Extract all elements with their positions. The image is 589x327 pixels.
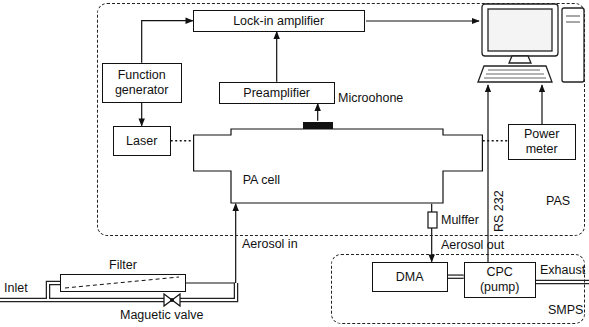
screen xyxy=(488,9,552,51)
part-label: Microohone xyxy=(338,92,403,106)
tube-connector xyxy=(448,276,464,277)
part-label: Aerosol in xyxy=(242,238,298,252)
process-box: Lock-in amplifier xyxy=(193,10,365,32)
filter-housing xyxy=(60,274,186,292)
node-label: PA cell xyxy=(243,173,280,187)
connector-line xyxy=(317,104,318,121)
signal-connector xyxy=(276,32,277,82)
connector-line xyxy=(142,21,193,63)
node-label: DMA xyxy=(396,270,424,284)
valve-center xyxy=(170,298,174,302)
filter-box: Filter xyxy=(60,258,186,292)
connector-line xyxy=(483,140,508,141)
part-label: Mulffer xyxy=(441,214,479,228)
monitor xyxy=(482,4,558,56)
monitor-stand xyxy=(509,56,531,63)
signal-line xyxy=(366,20,479,21)
part-label: Inlet xyxy=(4,282,28,296)
connector-line xyxy=(276,32,277,82)
signal-connector xyxy=(142,21,193,63)
signal-connector xyxy=(317,104,318,121)
laser-beam xyxy=(171,140,193,141)
cell-outline xyxy=(193,121,483,204)
process-box: Preamplifier xyxy=(219,82,335,104)
keyboard xyxy=(478,66,552,82)
tube-outer xyxy=(448,274,464,279)
laser-beam xyxy=(483,140,508,141)
computer-icon xyxy=(478,4,584,82)
muffler-symbol xyxy=(428,212,437,228)
group-title: SMPS xyxy=(548,303,583,317)
connector-line xyxy=(186,204,236,283)
filter-medium xyxy=(65,277,179,288)
tube-inner xyxy=(448,276,464,278)
node-label: Function generator xyxy=(107,68,177,97)
keyboard-keys xyxy=(484,70,546,78)
valve-symbol xyxy=(164,294,180,306)
node-label: Laser xyxy=(126,134,157,148)
process-box: Function generator xyxy=(102,63,182,103)
cell-body xyxy=(193,129,482,203)
signal-connector xyxy=(186,204,236,283)
pa-cell: PA cell xyxy=(193,121,483,204)
part-label: Maguetic valve xyxy=(120,309,203,323)
node-label: Filter xyxy=(60,258,186,273)
laser-box: Laser xyxy=(113,126,171,156)
part-label: RS 232 xyxy=(493,190,507,232)
process-box: Power meter xyxy=(508,124,576,160)
group-title: PAS xyxy=(546,194,570,208)
part-label: Aerosol out xyxy=(441,239,504,253)
node-label: CPC (pump) xyxy=(469,265,531,294)
connector-line xyxy=(171,140,193,141)
node-label: Lock-in amplifier xyxy=(233,14,324,28)
node-label: Power meter xyxy=(513,127,571,156)
process-box: DMA xyxy=(372,262,448,292)
drive-slots xyxy=(566,16,580,22)
system-group: Lock-in amplifierFunction generatorPream… xyxy=(97,3,585,236)
part-label: Exhaust xyxy=(540,264,585,278)
process-box: CPC (pump) xyxy=(464,262,536,298)
microphone-symbol xyxy=(303,122,333,129)
signal-line xyxy=(541,85,542,124)
filter-element xyxy=(61,275,184,290)
signal-connector xyxy=(141,103,142,126)
pc-tower xyxy=(562,8,584,82)
node-label: Preamplifier xyxy=(243,86,310,100)
connector-line xyxy=(141,103,142,126)
